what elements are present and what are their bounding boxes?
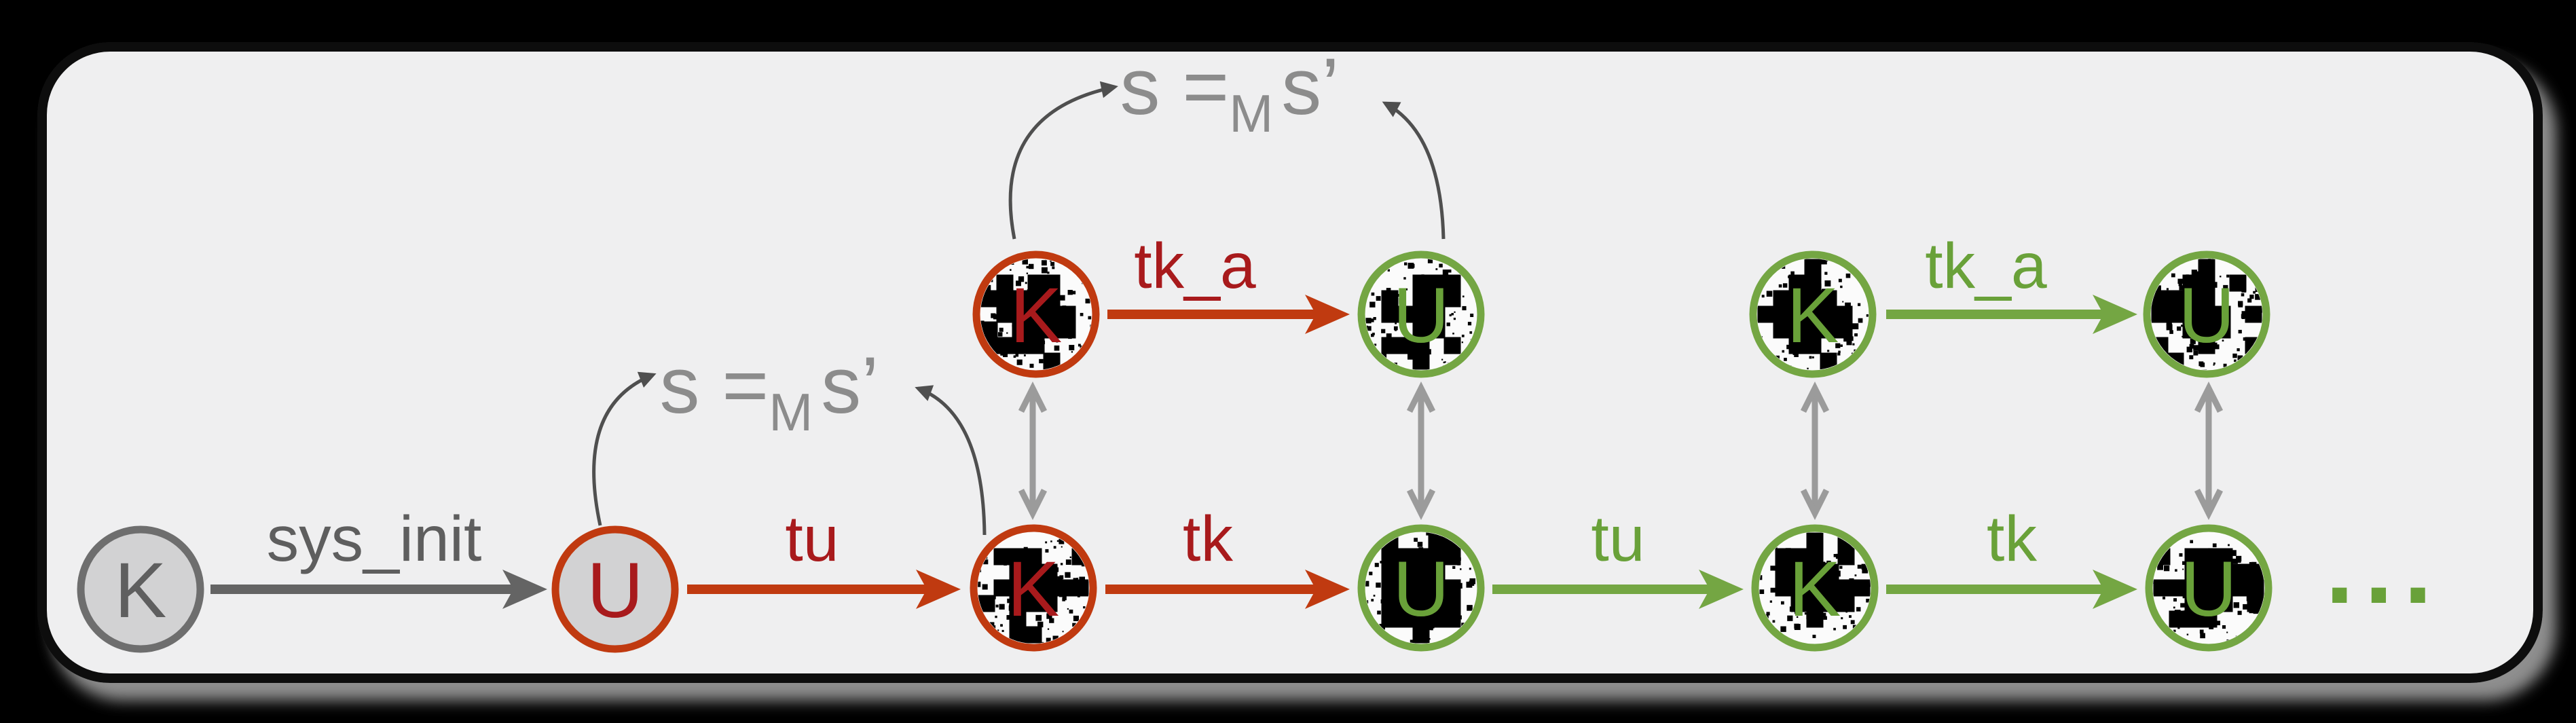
node-letter: K xyxy=(1008,546,1060,633)
node-k-noisy-green: K xyxy=(1751,524,1879,652)
lower-annotation-left-arc xyxy=(592,371,657,526)
node-letter: U xyxy=(2180,546,2237,633)
node-u-noisy-green-2: U xyxy=(2145,524,2273,652)
tu-red-label: tu xyxy=(785,503,839,575)
continuation-ellipsis: ... xyxy=(2325,511,2443,625)
annotation-subscript: M xyxy=(1229,84,1273,143)
vertical-link-k1 xyxy=(1018,381,1048,521)
vertical-arrow-down-head xyxy=(2194,488,2224,521)
tu-green-label: tu xyxy=(1591,503,1644,575)
node-letter: U xyxy=(1393,272,1449,359)
node-u-attested-green-2: U xyxy=(2143,251,2270,378)
node-letter: U xyxy=(1393,546,1449,633)
upper-annotation-right-arc xyxy=(1382,101,1446,240)
node-letter: K xyxy=(1789,546,1841,633)
annotation-post: s’ xyxy=(1281,42,1339,132)
vertical-arrow-up-head xyxy=(1018,381,1048,413)
noise-texture xyxy=(1365,259,1477,370)
vertical-arrow-down-head xyxy=(1406,488,1436,521)
tka-green-label: tk_a xyxy=(1925,230,2047,302)
vertical-link-k2 xyxy=(1800,381,1830,521)
node-circle xyxy=(77,525,204,653)
upper-annotation-left-arc xyxy=(1008,81,1118,240)
node-letter: U xyxy=(587,547,643,634)
tu-red-arrow-head xyxy=(916,570,961,609)
vertical-arrow-up-head xyxy=(1406,381,1436,413)
tk-green-arrow-head xyxy=(2093,570,2137,609)
node-letter: U xyxy=(2178,272,2234,359)
vertical-arrow-up-head xyxy=(2194,381,2224,413)
vertical-link-u3 xyxy=(2194,381,2224,521)
vertical-arrow-up-head xyxy=(1800,381,1830,413)
node-k-attested-green: K xyxy=(1749,251,1877,378)
node-u-initialized: U xyxy=(551,525,679,653)
vertical-link-u2 xyxy=(1406,381,1436,521)
sys-init-label: sys_init xyxy=(267,503,482,575)
annotation-subscript: M xyxy=(769,382,813,442)
edge-tka-green: tk_a xyxy=(1886,230,2137,334)
node-u-attested-green-1: U xyxy=(1357,251,1485,378)
panel-background xyxy=(37,42,2543,683)
edge-tu-green: tu xyxy=(1492,503,1744,609)
node-k-noisy-red: K xyxy=(970,524,1097,652)
tka-red-arrow-head xyxy=(1305,295,1350,334)
tk-green-label: tk xyxy=(1987,503,2037,575)
tka-green-arrow-head xyxy=(2093,295,2137,334)
node-k-attested-red: K xyxy=(972,251,1100,378)
node-u-noisy-green-1: U xyxy=(1357,524,1485,652)
edge-tk-red: tk xyxy=(1105,503,1350,609)
sys-init-arrow-head xyxy=(502,570,547,609)
tka-red-label: tk_a xyxy=(1134,230,1256,302)
annotation-pre: s = xyxy=(660,341,769,430)
annotation-pre: s = xyxy=(1120,42,1230,132)
noise-texture xyxy=(978,538,1089,644)
node-letter: K xyxy=(115,547,167,634)
edge-sys-init: sys_init xyxy=(210,503,547,609)
lower-annotation-right-arc xyxy=(915,385,987,536)
node-circle xyxy=(551,525,679,653)
edge-tka-red: tk_a xyxy=(1107,230,1350,334)
node-k-start: K xyxy=(77,525,204,653)
edge-tu-red: tu xyxy=(687,503,961,609)
vertical-arrow-down-head xyxy=(1800,488,1830,521)
edge-tk-green: tk xyxy=(1886,503,2137,609)
tk-red-label: tk xyxy=(1183,503,1233,575)
tu-green-arrow-head xyxy=(1699,570,1744,609)
noise-texture xyxy=(1759,532,1871,642)
tk-red-arrow-head xyxy=(1305,570,1350,609)
vertical-arrow-down-head xyxy=(1018,488,1048,521)
annotation-post: s’ xyxy=(821,341,879,430)
node-letter: K xyxy=(1787,272,1839,359)
node-letter: K xyxy=(1010,272,1063,359)
